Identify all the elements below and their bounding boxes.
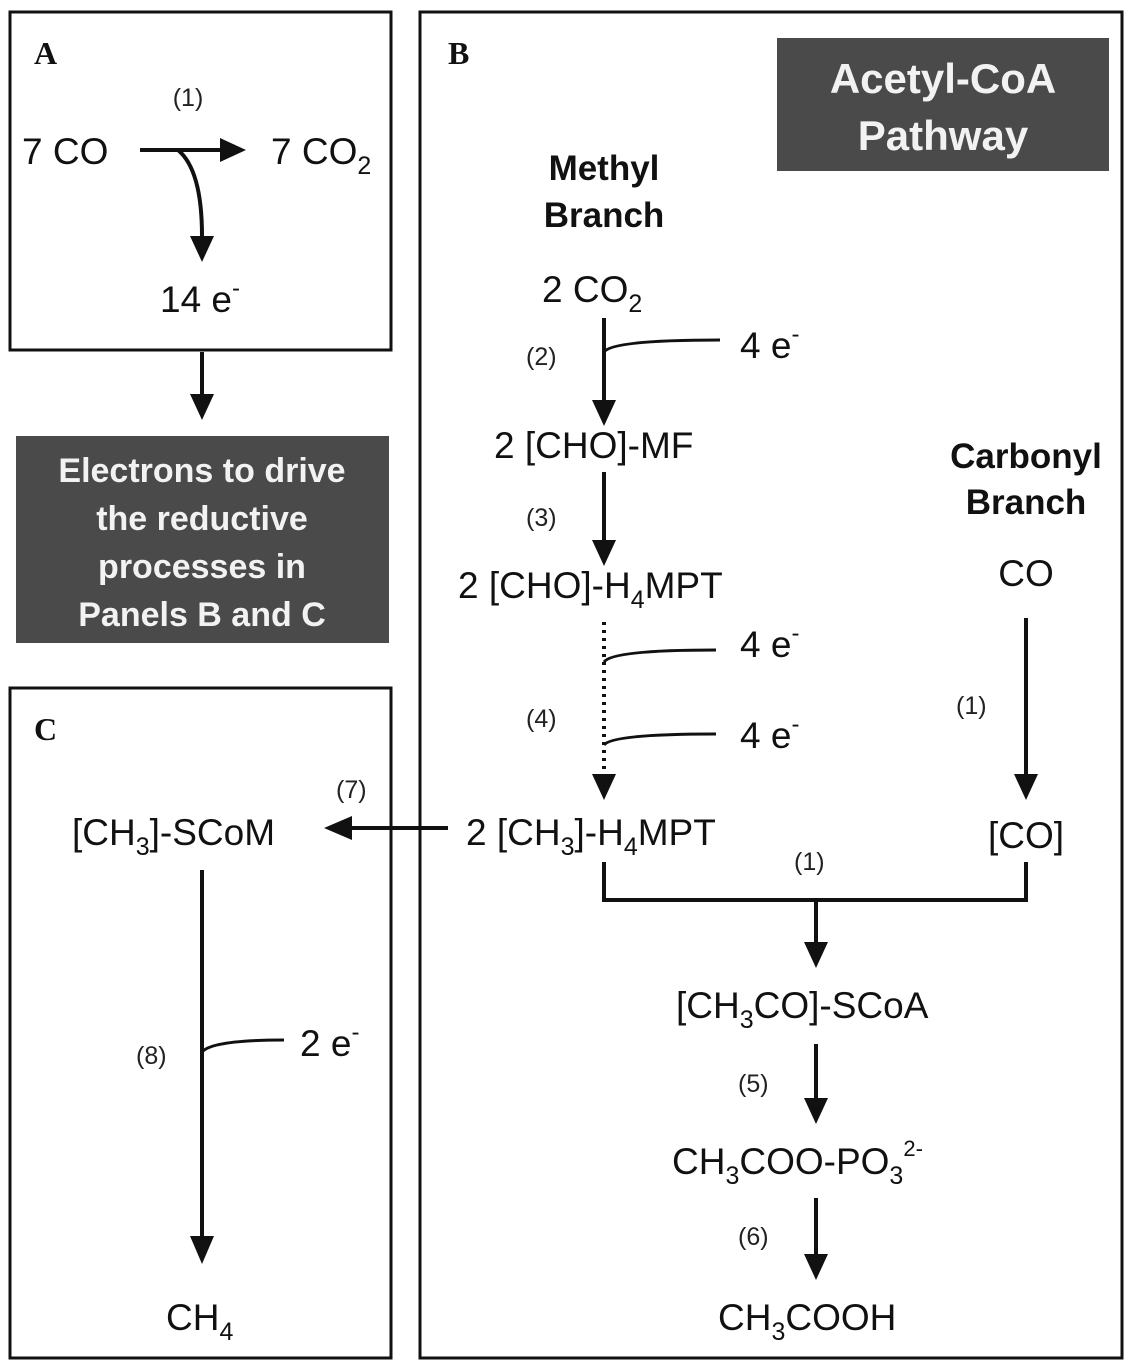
electron-input-step2 (602, 338, 721, 354)
electron-box-line3: processes in (98, 548, 306, 586)
panel-b-frame (418, 10, 1124, 1360)
panel-c-label: C (34, 711, 57, 747)
panel-a-label: A (34, 35, 57, 71)
arrowhead-14e (190, 236, 214, 262)
species-ch4: CH4 (166, 1297, 233, 1346)
electron-box-line2: the reductive (96, 500, 308, 538)
arrowhead-co2 (220, 138, 246, 162)
electron-box-line4: Panels B and C (78, 596, 326, 634)
species-7co: 7 CO (22, 131, 108, 172)
species-co-bound: [CO] (988, 815, 1064, 856)
electrons-step4a: 4 e- (740, 620, 799, 665)
electron-box (16, 436, 389, 643)
carbonyl-branch-line1: Carbonyl (950, 437, 1102, 476)
step-label-b5: (5) (738, 1070, 769, 1098)
electrons-step2: 4 e- (740, 321, 799, 366)
arrowhead-step4 (592, 774, 616, 800)
step-label-c8: (8) (136, 1042, 167, 1070)
arrowhead-step8 (190, 1236, 214, 1264)
species-acetyl-phosphate: CH3COO-PO32- (672, 1136, 923, 1190)
arrowhead-step6 (804, 1254, 828, 1280)
species-cho-h4mpt: 2 [CHO]-H4MPT (458, 565, 723, 614)
pathway-title-line1: Acetyl-CoA (830, 55, 1056, 102)
electron-input-step4b (602, 732, 717, 747)
step-label-c7: (7) (336, 776, 367, 804)
species-7co2: 7 CO2 (271, 131, 371, 180)
arrowhead-merge (804, 942, 828, 968)
species-ch3-h4mpt: 2 [CH3]-H4MPT (466, 812, 716, 861)
panel-c-frame (8, 686, 393, 1360)
methyl-branch-line1: Methyl (549, 149, 660, 188)
arrowhead-carbonyl-step1 (1014, 774, 1038, 800)
step-label-b6: (6) (738, 1223, 769, 1251)
electrons-step8: 2 e- (300, 1019, 359, 1064)
arrow-co-to-electrons (176, 148, 204, 237)
step-label-b3: (3) (526, 504, 557, 532)
electron-input-step8 (200, 1038, 285, 1054)
arrowhead-step2 (592, 400, 616, 426)
step-label-b2: (2) (526, 343, 557, 371)
panel-b-label: B (448, 35, 469, 71)
methyl-branch-line2: Branch (544, 196, 665, 235)
pathway-title-line2: Pathway (858, 112, 1029, 159)
electron-box-line1: Electrons to drive (58, 452, 345, 490)
species-acetyl-scoa: [CH3CO]-SCoA (676, 985, 929, 1034)
species-cho-mf: 2 [CHO]-MF (494, 425, 693, 466)
arrowhead-step3 (592, 540, 616, 566)
species-2co2: 2 CO2 (542, 269, 642, 318)
panel-a-frame (8, 10, 393, 352)
step-label-b4: (4) (526, 705, 557, 733)
arrowhead-electron-box (190, 394, 214, 420)
arrowhead-step5 (804, 1098, 828, 1124)
carbonyl-branch-line2: Branch (966, 483, 1087, 522)
electrons-step4b: 4 e- (740, 711, 799, 756)
arrowhead-step7 (324, 816, 352, 840)
electron-input-step4a (602, 648, 717, 664)
species-14e: 14 e- (160, 275, 240, 320)
species-co: CO (998, 553, 1054, 594)
step-label-merge-1: (1) (794, 848, 825, 876)
step-label-a1: (1) (173, 84, 204, 112)
pathway-title-box (777, 38, 1109, 171)
species-acetate: CH3COOH (718, 1297, 896, 1346)
species-ch3-scom: [CH3]-SCoM (72, 812, 275, 861)
step-label-carbonyl-1: (1) (956, 692, 987, 720)
